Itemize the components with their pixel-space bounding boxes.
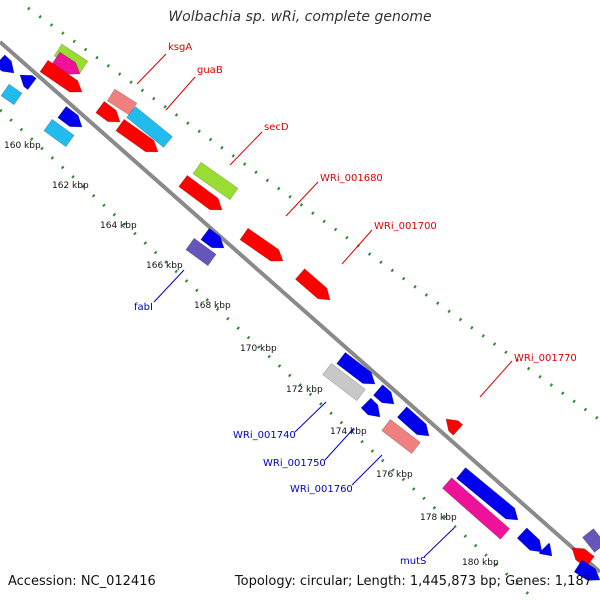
leader-WRi_001680 xyxy=(285,181,319,217)
gene-label-WRi_001740: WRi_001740 xyxy=(233,430,296,441)
leader-secD xyxy=(229,131,263,166)
kbp-label-180: 180 kbp xyxy=(462,558,499,568)
kbp-label-178: 178 kbp xyxy=(420,513,457,523)
feature-blue-10 xyxy=(516,527,543,553)
feature-red-4 xyxy=(294,268,331,301)
leader-fabI xyxy=(153,269,185,303)
genome-backbone xyxy=(0,40,600,574)
label-layer: 160 kbp 162 kbp 164 kbp 166 kbp 168 kbp … xyxy=(4,42,577,568)
gene-label-guaB: guaB xyxy=(197,65,223,76)
kbp-label-170: 170 kbp xyxy=(240,344,277,354)
leader-WRi_001770 xyxy=(479,360,513,398)
feature-pink-2 xyxy=(381,418,421,455)
feature-red-1 xyxy=(39,59,83,93)
leader-WRi_001700 xyxy=(341,229,373,265)
feature-pink-guaB xyxy=(106,88,138,116)
gene-label-ksgA: ksgA xyxy=(168,42,192,53)
leader-ksgA xyxy=(136,53,167,85)
gene-label-secD: secD xyxy=(264,122,289,133)
feature-blue-8 xyxy=(396,406,430,437)
feature-blue-12 xyxy=(573,559,600,581)
feature-blue-left-2 xyxy=(19,74,37,91)
feature-purple-2 xyxy=(582,528,600,553)
leader-guaB xyxy=(165,76,196,111)
leader-WRi_001760 xyxy=(351,454,383,486)
feature-blue-6 xyxy=(372,384,395,405)
feature-blue-left-1 xyxy=(0,54,15,74)
gene-label-WRi_001770: WRi_001770 xyxy=(514,353,577,364)
feature-red-5 xyxy=(445,418,464,436)
accession-text: Accession: NC_012416 xyxy=(8,574,156,589)
gene-label-WRi_001680: WRi_001680 xyxy=(320,173,383,184)
kbp-label-160: 160 kbp xyxy=(4,141,41,151)
feature-cyan-guaB xyxy=(126,106,173,148)
feature-cyan-left-1 xyxy=(0,83,23,106)
gene-label-WRi_001750: WRi_001750 xyxy=(263,458,326,469)
gene-label-WRi_001760: WRi_001760 xyxy=(290,484,353,495)
feature-blue-5 xyxy=(336,351,376,385)
gene-features xyxy=(0,43,600,581)
feature-red-secD xyxy=(178,174,223,211)
kbp-label-172: 172 kbp xyxy=(286,385,323,395)
feature-blue-mid-1 xyxy=(57,105,83,128)
leader-WRi_001740 xyxy=(294,401,327,433)
kbp-label-162: 162 kbp xyxy=(52,181,89,191)
feature-blue-7 xyxy=(360,397,381,418)
kbp-label-174: 174 kbp xyxy=(330,427,367,437)
kbp-label-166: 166 kbp xyxy=(146,261,183,271)
gene-label-mutS: mutS xyxy=(400,556,426,567)
gene-label-WRi_001700: WRi_001700 xyxy=(374,221,437,232)
diagram-title: Wolbachia sp. wRi, complete genome xyxy=(168,9,432,25)
kbp-label-164: 164 kbp xyxy=(100,221,137,231)
gene-label-fabI: fabI xyxy=(134,302,153,313)
genome-info-text: Topology: circular; Length: 1,445,873 bp… xyxy=(234,574,592,589)
feature-magenta-mutS xyxy=(441,477,511,540)
feature-purple-fabI xyxy=(185,237,217,267)
feature-red-6 xyxy=(571,547,595,568)
feature-red-guaB xyxy=(95,100,121,123)
feature-red-3 xyxy=(239,227,284,262)
feature-blue-11 xyxy=(538,542,553,557)
feature-lime-secD xyxy=(192,161,239,201)
feature-cyan-mid-1 xyxy=(43,118,75,148)
feature-blue-9 xyxy=(456,467,519,521)
kbp-label-168: 168 kbp xyxy=(194,301,231,311)
feature-red-2 xyxy=(115,118,159,153)
leader-mutS xyxy=(423,527,455,558)
kbp-label-176: 176 kbp xyxy=(376,470,413,480)
feature-blue-fabI xyxy=(200,227,225,249)
leader-WRi_001750 xyxy=(324,427,355,461)
feature-grey-1 xyxy=(322,362,366,402)
